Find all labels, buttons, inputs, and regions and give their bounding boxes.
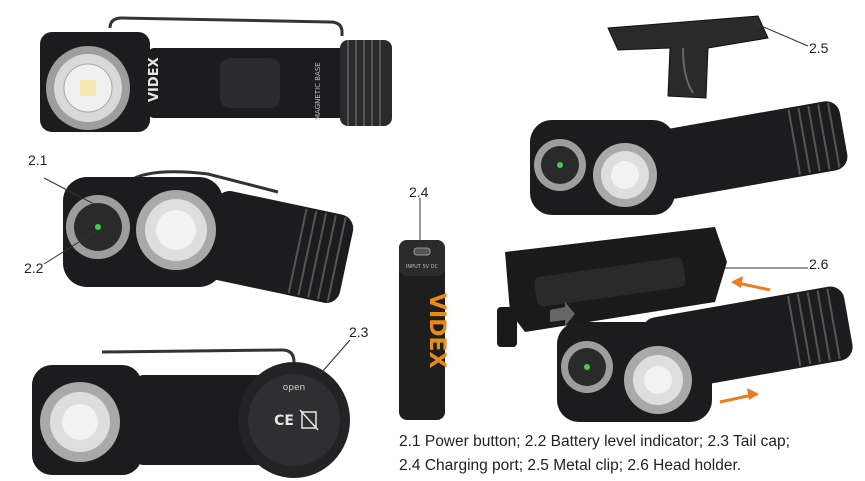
battery-brand-logo: VIDEX bbox=[424, 293, 447, 369]
metal-clip bbox=[607, 15, 769, 99]
flashlight-front-view bbox=[63, 170, 354, 303]
flashlight-side-view: VIDEX MAGNETIC BASE bbox=[40, 16, 392, 132]
magnetic-base-label: MAGNETIC BASE bbox=[314, 62, 322, 120]
tail-open-marking: open bbox=[283, 383, 305, 393]
callout-head-holder: 2.6 bbox=[809, 256, 829, 272]
callout-charging-port: 2.4 bbox=[409, 184, 429, 200]
caption-line-2: 2.4 Charging port; 2.5 Metal clip; 2.6 H… bbox=[399, 457, 742, 474]
head-holder-assembly bbox=[497, 227, 853, 422]
flashlight-tail-view: open CE bbox=[32, 348, 350, 478]
callout-metal-clip: 2.5 bbox=[809, 40, 829, 56]
brand-logo-side: VIDEX bbox=[147, 57, 162, 102]
figure-caption: 2.1 Power button; 2.2 Battery level indi… bbox=[399, 430, 859, 478]
battery-illustration: INPUT 5V DC VIDEX bbox=[399, 240, 447, 420]
flashlight-angle-view bbox=[530, 101, 848, 215]
callout-battery-indicator: 2.2 bbox=[24, 260, 44, 276]
ce-marking: CE bbox=[274, 413, 294, 429]
battery-input-label: INPUT 5V DC bbox=[406, 264, 439, 270]
callout-tail-cap: 2.3 bbox=[349, 324, 369, 340]
caption-line-1: 2.1 Power button; 2.2 Battery level indi… bbox=[399, 433, 790, 450]
callout-power-button: 2.1 bbox=[28, 152, 48, 168]
